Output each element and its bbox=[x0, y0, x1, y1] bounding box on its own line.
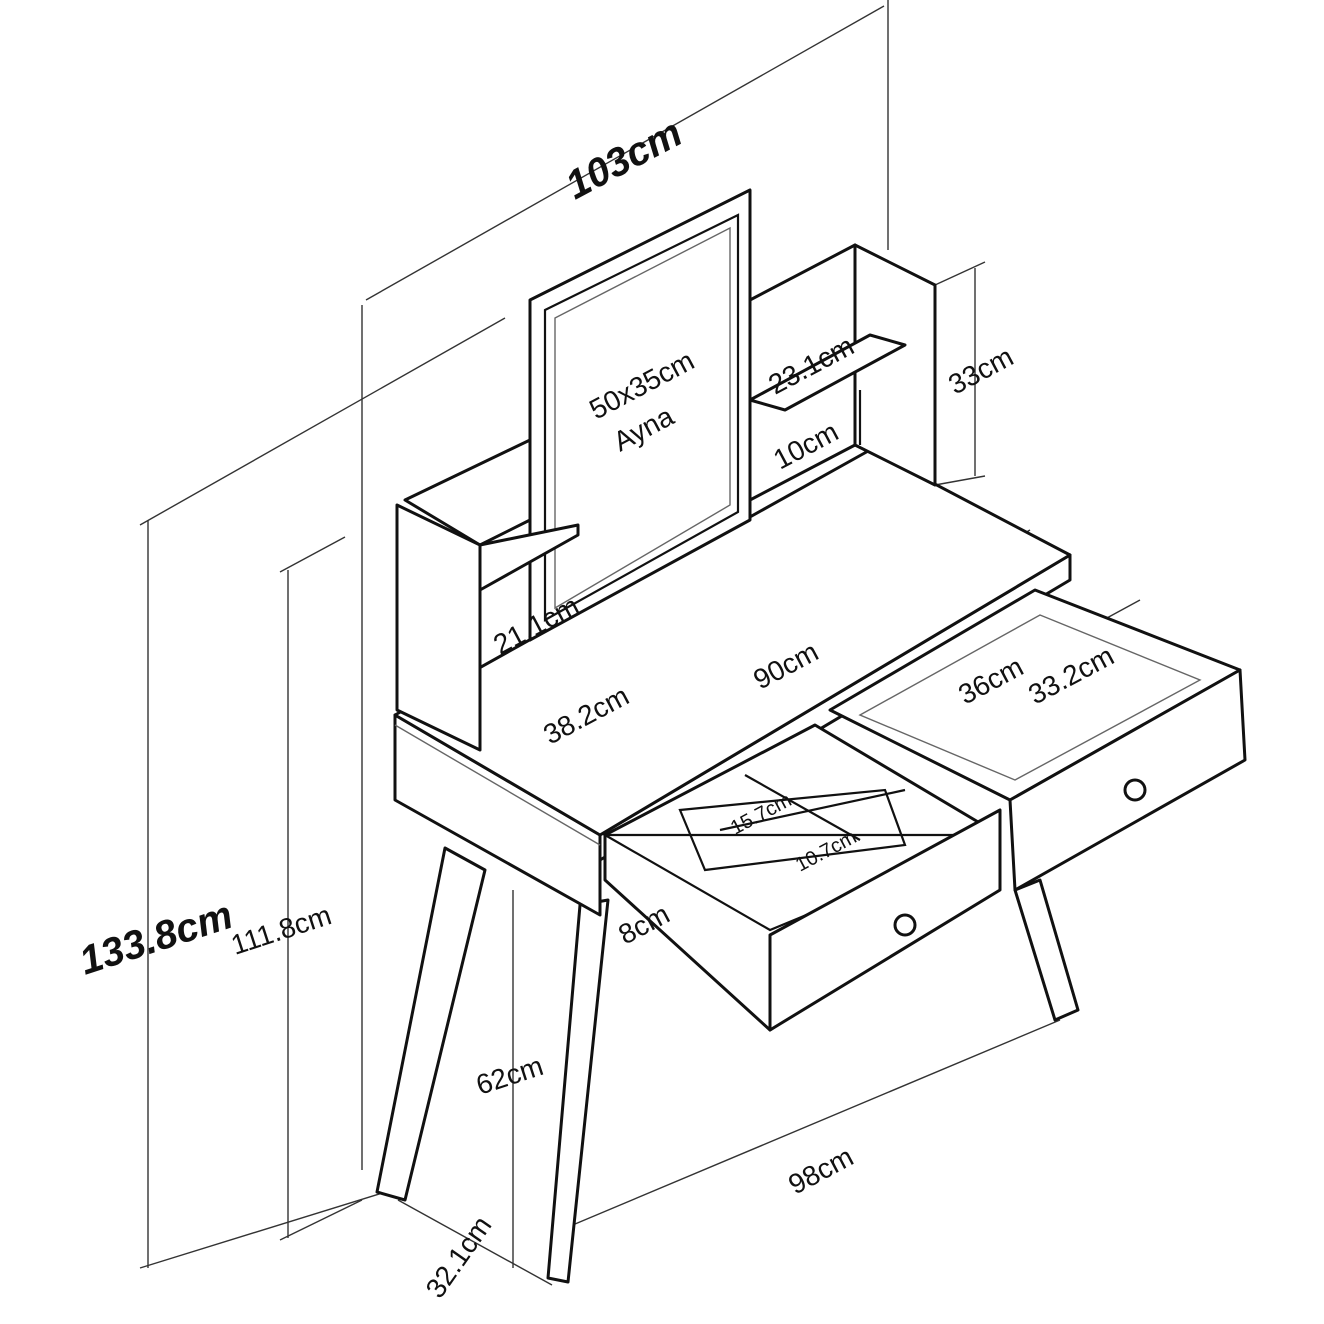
label-hutch-height: 33cm bbox=[943, 341, 1018, 401]
label-leg-span-depth: 32.1cm bbox=[420, 1210, 498, 1303]
label-leg-height: 62cm bbox=[472, 1050, 547, 1101]
hutch bbox=[748, 243, 937, 502]
legs bbox=[375, 846, 1080, 1284]
left-drawer bbox=[600, 723, 1002, 1032]
right-drawer bbox=[828, 588, 1247, 892]
mirror bbox=[528, 188, 752, 642]
label-total-height: 133.8cm bbox=[74, 893, 238, 984]
left-tower bbox=[395, 438, 580, 752]
label-hutch-top-height: 111.8cm bbox=[227, 899, 335, 960]
label-leg-span-width: 98cm bbox=[783, 1141, 858, 1201]
label-total-width: 103cm bbox=[559, 111, 690, 208]
